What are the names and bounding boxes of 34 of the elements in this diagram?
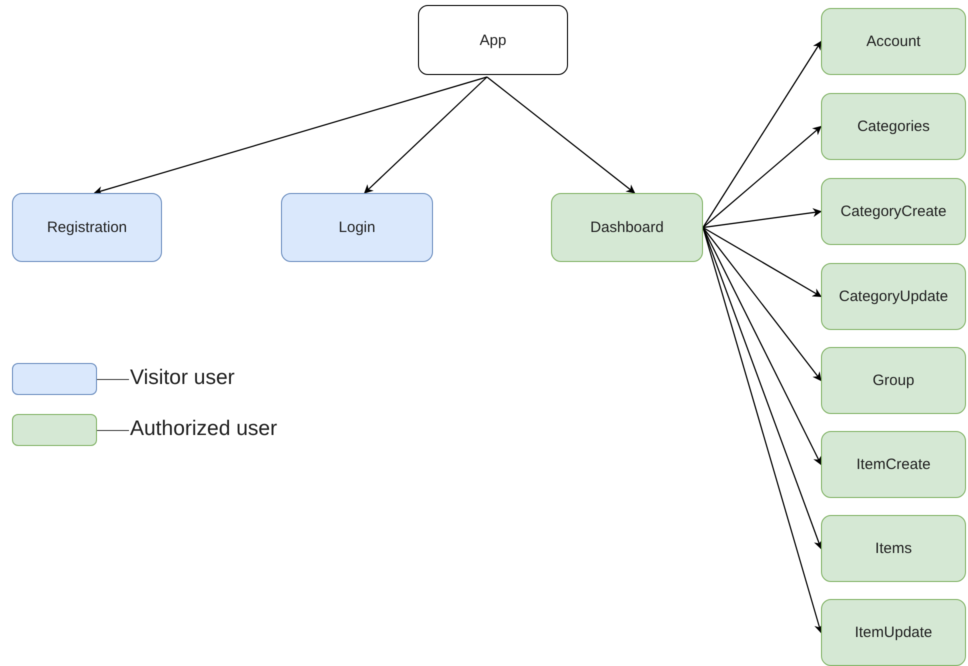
process-box xyxy=(821,599,966,666)
process-box xyxy=(821,178,966,245)
process-box xyxy=(821,347,966,414)
node-label: Dashboard xyxy=(590,219,664,236)
node-label: CategoryCreate xyxy=(840,203,946,220)
legend-label: Authorized user xyxy=(130,417,278,441)
node-label: Login xyxy=(338,219,376,236)
node-label: ItemCreate xyxy=(856,456,931,473)
node-label: Account xyxy=(866,33,921,50)
process-box xyxy=(821,93,966,160)
process-box xyxy=(12,193,162,262)
node-label: App xyxy=(480,32,506,48)
arrow xyxy=(94,76,488,196)
node-label: Items xyxy=(875,540,912,557)
arrow xyxy=(702,208,822,228)
arrow xyxy=(702,126,822,228)
process-box xyxy=(821,515,966,582)
arrow xyxy=(702,40,822,228)
process-box xyxy=(281,193,433,262)
node-label: CategoryUpdate xyxy=(838,288,948,305)
node-label: Categories xyxy=(857,118,930,135)
arrow xyxy=(486,76,636,194)
arrow xyxy=(702,226,822,298)
process-box xyxy=(821,431,966,498)
arrow xyxy=(702,227,822,382)
process-box xyxy=(418,5,568,75)
process-box xyxy=(821,8,966,75)
node-label: ItemUpdate xyxy=(854,624,932,641)
legend-label: Visitor user xyxy=(130,366,235,390)
process-box xyxy=(821,263,966,330)
node-label: Group xyxy=(872,372,914,389)
arrow xyxy=(364,76,488,194)
node-label: Registration xyxy=(46,219,128,236)
process-box xyxy=(551,193,703,262)
